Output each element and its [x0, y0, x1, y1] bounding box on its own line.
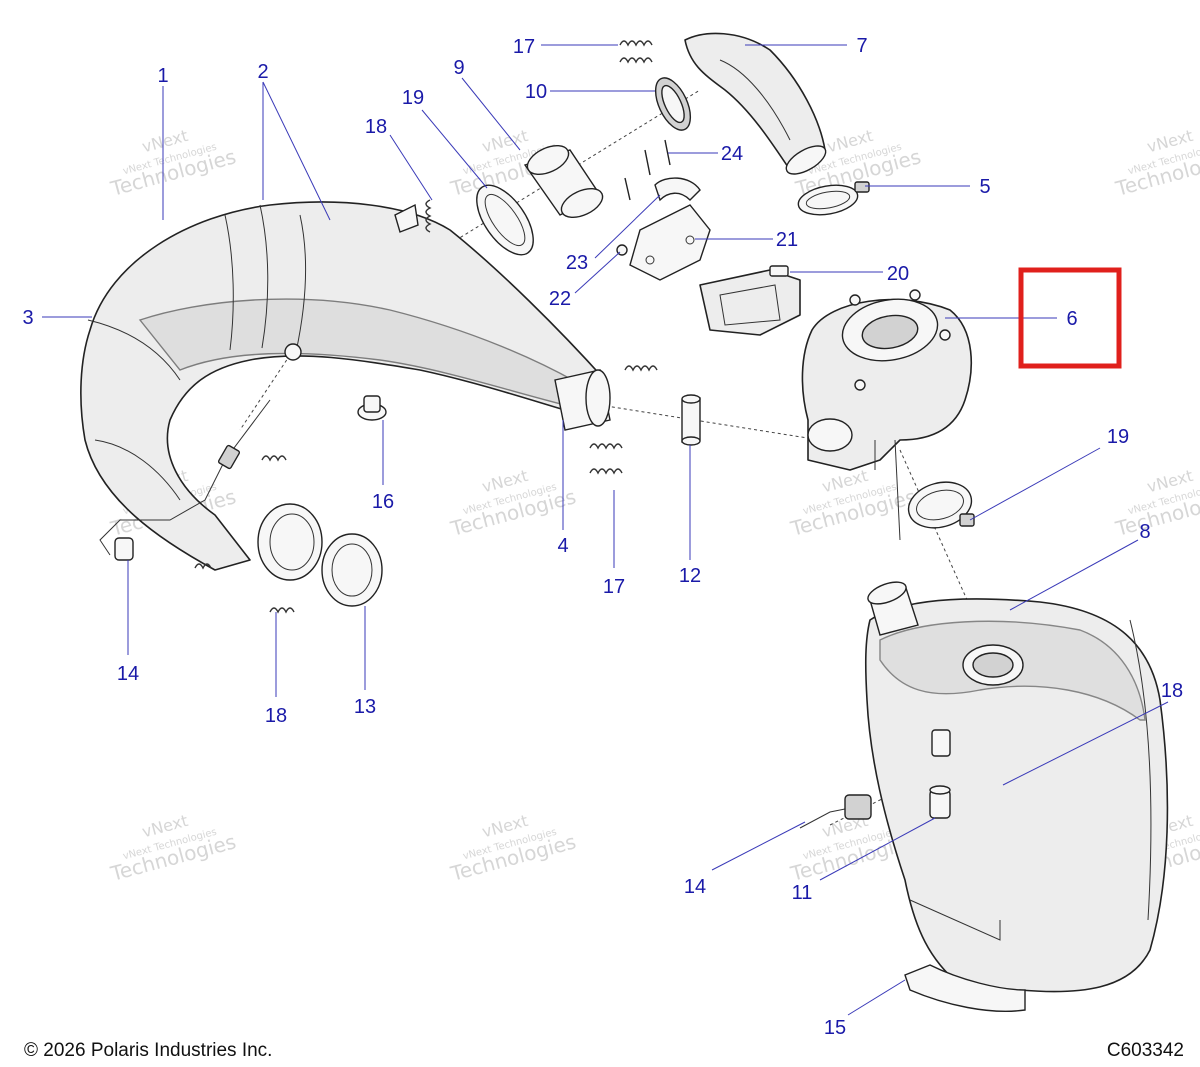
part-21-bracket: [629, 204, 711, 281]
part-16-plug: [357, 395, 387, 421]
part-15-shield: [904, 964, 1026, 1012]
watermark: vNext vNext Technologies Technologies: [107, 126, 238, 201]
highlight-box: [1018, 267, 1122, 369]
callout-17-top[interactable]: 17: [513, 36, 535, 58]
callout-19-right[interactable]: 19: [1107, 426, 1129, 448]
part-19-clamp-upper: [476, 184, 534, 256]
part-10-gasket: [654, 77, 692, 131]
copyright-text: © 2026 Polaris Industries Inc.: [24, 1040, 273, 1061]
callout-20[interactable]: 20: [887, 263, 909, 285]
callout-2[interactable]: 2: [257, 61, 268, 83]
callout-8[interactable]: 8: [1139, 521, 1150, 543]
watermark: vNext vNext Technologies Technologies: [1112, 466, 1200, 541]
callout-19-top[interactable]: 19: [402, 87, 424, 109]
leader-lines: [42, 44, 1169, 1016]
part-23-strap: [654, 177, 701, 202]
drawing-number: C603342: [1106, 1040, 1184, 1061]
part-11-fitting: [929, 785, 951, 819]
watermark: vNext vNext Technologies Technologies: [107, 811, 238, 886]
callout-14-left[interactable]: 14: [117, 663, 139, 685]
callout-5[interactable]: 5: [979, 176, 990, 198]
callout-9[interactable]: 9: [453, 57, 464, 79]
callout-16[interactable]: 16: [372, 491, 394, 513]
expansion-chamber: [80, 201, 611, 581]
part-5-band-clamp: [797, 181, 870, 216]
callout-1[interactable]: 1: [157, 65, 168, 87]
part-13-seal-ring: [321, 533, 383, 607]
callout-22[interactable]: 22: [549, 288, 571, 310]
callout-18-right[interactable]: 18: [1161, 680, 1183, 702]
part-6-turbocharger: [801, 289, 973, 541]
callout-15[interactable]: 15: [824, 1017, 846, 1039]
part-24-bolts: [624, 139, 671, 201]
callout-12[interactable]: 12: [679, 565, 701, 587]
callout-24[interactable]: 24: [721, 143, 743, 165]
callout-6[interactable]: 6: [1066, 308, 1077, 330]
callout-17-bottom[interactable]: 17: [603, 576, 625, 598]
part-14-sensor-right: [799, 794, 872, 829]
callout-7[interactable]: 7: [856, 35, 867, 57]
part-12-sleeve: [681, 394, 701, 446]
part-20-valve-actuator: [699, 265, 801, 336]
callout-labels: 1 2 3 4 5 6 7 8 9 10 11 12 13 14 14 15 1…: [22, 35, 1183, 1039]
part-7-elbow-duct: [684, 32, 827, 175]
callout-4[interactable]: 4: [557, 535, 568, 557]
callout-11[interactable]: 11: [792, 882, 813, 904]
part-9-coupler: [523, 144, 604, 219]
watermark: vNext vNext Technologies Technologies: [447, 466, 578, 541]
callout-18-left[interactable]: 18: [365, 116, 387, 138]
callout-21[interactable]: 21: [776, 229, 798, 251]
callout-23[interactable]: 23: [566, 252, 588, 274]
callout-18-bottom[interactable]: 18: [265, 705, 287, 727]
callout-13[interactable]: 13: [354, 696, 376, 718]
watermark: vNext vNext Technologies Technologies: [1112, 126, 1200, 201]
part-8-muffler: [864, 581, 1169, 1001]
exhaust-temperature-sensor: [99, 399, 271, 561]
callout-10[interactable]: 10: [525, 81, 547, 103]
part-19-clamp-lower: [907, 481, 975, 529]
watermark: vNext vNext Technologies Technologies: [447, 811, 578, 886]
callout-14-right[interactable]: 14: [684, 876, 706, 898]
callout-3[interactable]: 3: [22, 307, 33, 329]
